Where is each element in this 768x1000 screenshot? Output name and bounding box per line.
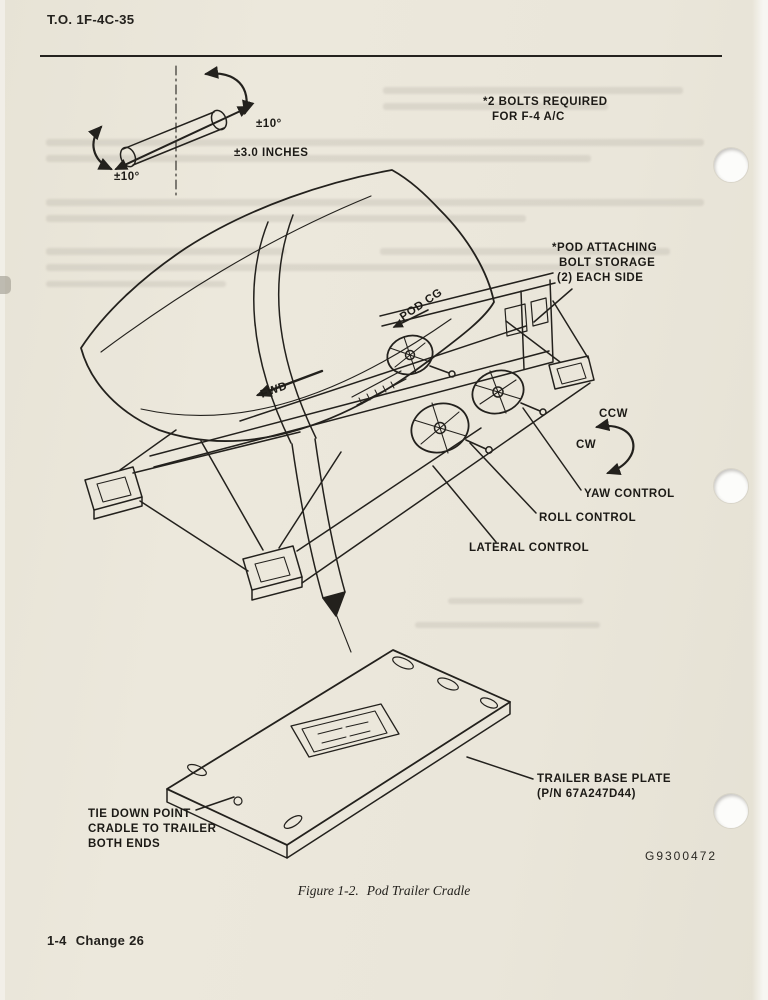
scan-edge-right bbox=[752, 0, 768, 1000]
leader-base-plate bbox=[466, 756, 534, 780]
scan-artifact bbox=[0, 276, 11, 294]
punch-hole-middle bbox=[714, 469, 748, 503]
header-rule bbox=[40, 55, 722, 57]
figure-caption: Figure 1-2. Pod Trailer Cradle bbox=[0, 883, 768, 899]
leader-tie-down bbox=[195, 796, 235, 811]
base-plate-label-line2: (P/N 67A247D44) bbox=[537, 788, 636, 800]
punch-hole-top bbox=[714, 148, 748, 182]
figure-caption-label: Figure 1-2. bbox=[297, 883, 359, 898]
support-stand bbox=[84, 300, 595, 601]
figure-id: G9300472 bbox=[645, 849, 717, 863]
plate-slots bbox=[187, 656, 499, 829]
change-notice: Change 26 bbox=[75, 933, 145, 948]
motion-limits-diagram bbox=[88, 65, 255, 199]
angle-side-label: ±10° bbox=[114, 171, 140, 183]
diagram-labels: ±10° ±3.0 INCHES ±10° *2 BOLTS REQUIRED … bbox=[88, 96, 717, 863]
carriage-frame bbox=[149, 272, 556, 468]
tie-down-label-line1: TIE DOWN POINT bbox=[88, 808, 191, 820]
tie-down-label-line3: BOTH ENDS bbox=[88, 838, 160, 850]
figure-caption-title: Pod Trailer Cradle bbox=[366, 883, 471, 898]
stand-foot bbox=[548, 355, 595, 390]
bolts-note-line2: FOR F-4 A/C bbox=[492, 111, 565, 123]
bolt-storage-bracket bbox=[530, 297, 549, 327]
tie-down-label-line2: CRADLE TO TRAILER bbox=[88, 823, 217, 835]
travel-label: ±3.0 INCHES bbox=[234, 147, 308, 159]
handwheel-right bbox=[471, 369, 547, 416]
pod-cg-label: POD CG bbox=[398, 286, 445, 323]
bolt-storage-note-line2: BOLT STORAGE bbox=[559, 257, 655, 269]
stand-foot bbox=[242, 545, 303, 591]
bolt-storage-note-line3: (2) EACH SIDE bbox=[557, 272, 643, 284]
cw-label: CW bbox=[576, 439, 596, 451]
travel-arrow bbox=[114, 106, 251, 170]
lateral-control-label: LATERAL CONTROL bbox=[469, 542, 589, 554]
roll-control-label: ROLL CONTROL bbox=[539, 512, 636, 524]
bolt-storage-note-line1: *POD ATTACHING bbox=[552, 242, 657, 254]
tie-down-plate-detail bbox=[290, 703, 400, 758]
direction-arrows bbox=[255, 309, 635, 476]
punch-hole-bottom bbox=[714, 794, 748, 828]
yaw-control-label: YAW CONTROL bbox=[584, 488, 675, 500]
handwheel-upper bbox=[386, 334, 456, 378]
roll-rotation-arrow bbox=[88, 125, 113, 171]
trailer-base-plate bbox=[166, 649, 511, 859]
pod-cradle-saddle bbox=[80, 169, 495, 444]
base-plate-label-line1: TRAILER BASE PLATE bbox=[537, 773, 671, 785]
ccw-cw-arrow bbox=[594, 418, 635, 476]
page-number: 1-4 bbox=[47, 933, 67, 948]
ccw-label: CCW bbox=[599, 408, 628, 420]
pod-cg-arrow bbox=[392, 309, 429, 328]
lateral-screw bbox=[351, 370, 402, 398]
leader-lines bbox=[195, 288, 582, 811]
angle-top-label: ±10° bbox=[256, 118, 282, 130]
page-header: T.O. 1F-4C-35 bbox=[47, 12, 135, 27]
leader-yaw bbox=[522, 407, 582, 491]
leader-roll bbox=[469, 442, 537, 514]
fwd-label: FWD bbox=[259, 380, 289, 401]
tie-down-strap bbox=[291, 438, 352, 653]
fwd-arrow bbox=[255, 369, 324, 397]
leader-lateral bbox=[432, 465, 497, 543]
yaw-rotation-arrow bbox=[203, 66, 255, 116]
bolt-storage-bracket bbox=[504, 303, 528, 337]
bolts-note-line1: *2 BOLTS REQUIRED bbox=[483, 96, 608, 108]
saddle-strap bbox=[253, 221, 292, 444]
scan-edge-left bbox=[0, 0, 5, 1000]
page-footer: 1-4 Change 26 bbox=[47, 933, 153, 948]
leader-bolt-storage bbox=[533, 288, 573, 323]
handwheel-lower bbox=[410, 402, 493, 454]
control-handwheels bbox=[386, 334, 547, 454]
